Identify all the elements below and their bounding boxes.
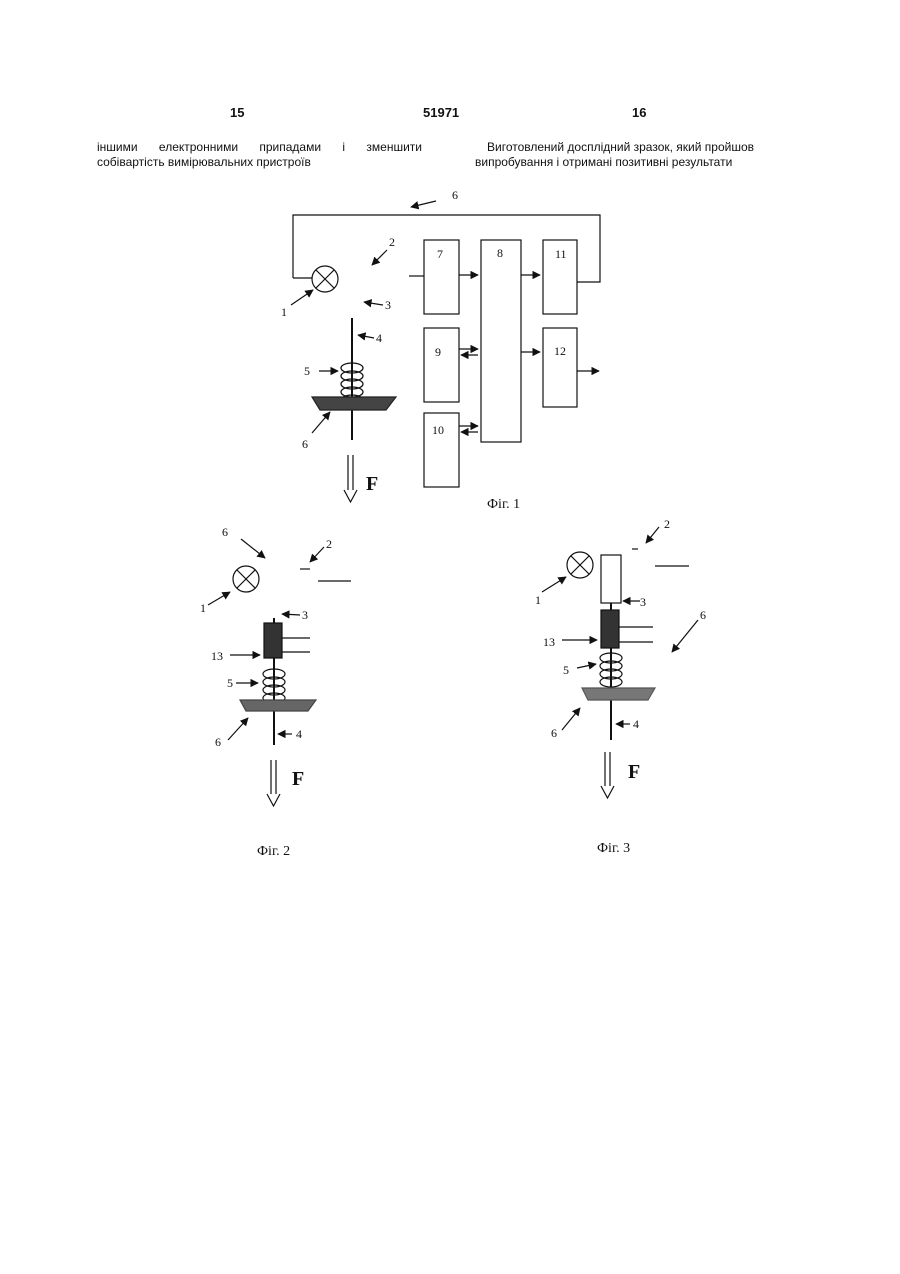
label-13: 13 (543, 635, 555, 649)
label-2: 2 (664, 517, 670, 531)
label-3: 3 (302, 608, 308, 622)
label-7: 7 (437, 247, 443, 261)
force-arrow-icon (267, 760, 280, 806)
label-3: 3 (385, 298, 391, 312)
label-4: 4 (633, 717, 639, 731)
sensor-winding (264, 623, 282, 658)
label-3: 3 (640, 595, 646, 609)
label-6: 6 (452, 188, 458, 202)
figure-caption: Фіг. 1 (487, 497, 520, 512)
label-1: 1 (535, 593, 541, 607)
emitter-block (601, 555, 621, 603)
lamp-icon (233, 566, 259, 592)
force-arrow-icon (344, 455, 357, 502)
figure-caption: Фіг. 2 (257, 844, 290, 859)
label-8: 8 (497, 246, 503, 260)
block-9 (424, 328, 459, 402)
force-label: F (628, 761, 640, 783)
figure-2 (208, 539, 351, 806)
sensor-winding (601, 610, 619, 648)
label-1: 1 (200, 601, 206, 615)
label-1: 1 (281, 305, 287, 319)
label-5: 5 (304, 364, 310, 378)
label-5: 5 (227, 676, 233, 690)
label-9: 9 (435, 345, 441, 359)
block-8 (481, 240, 521, 442)
label-6: 6 (700, 608, 706, 622)
label-4: 4 (296, 727, 302, 741)
label-10: 10 (432, 423, 444, 437)
lamp-icon (312, 266, 338, 292)
label-5: 5 (563, 663, 569, 677)
block-12 (543, 328, 577, 407)
label-6b: 6 (215, 735, 221, 749)
clamp-plate (240, 700, 316, 711)
lamp-icon (567, 552, 593, 578)
label-2: 2 (326, 537, 332, 551)
label-6b: 6 (302, 437, 308, 451)
label-12: 12 (554, 344, 566, 358)
label-6: 6 (222, 525, 228, 539)
label-4: 4 (376, 331, 382, 345)
label-6b: 6 (551, 726, 557, 740)
figure-caption: Фіг. 3 (597, 841, 630, 856)
label-13: 13 (211, 649, 223, 663)
label-2: 2 (389, 235, 395, 249)
force-arrow-icon (601, 752, 614, 798)
force-label: F (366, 473, 378, 495)
force-label: F (292, 768, 304, 790)
label-11: 11 (555, 247, 567, 261)
clamp-plate (582, 688, 655, 700)
clamp-plate (312, 397, 396, 410)
